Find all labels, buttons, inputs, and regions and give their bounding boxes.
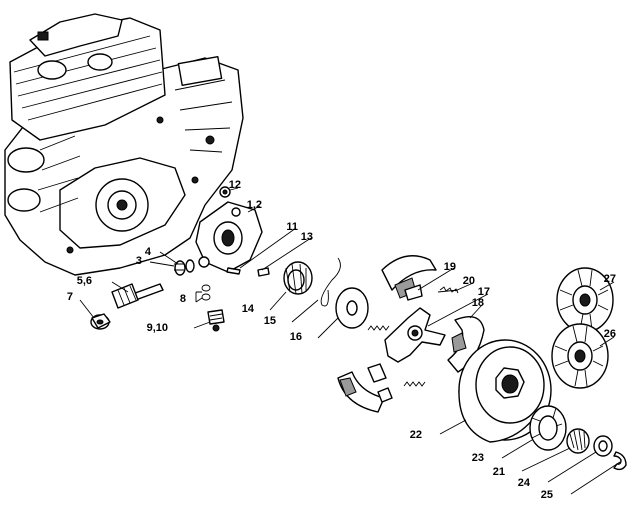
- callout-19: 19: [444, 261, 456, 273]
- callout-11: 11: [286, 221, 298, 233]
- callout-8: 8: [180, 293, 186, 305]
- callout-1-2: 1,2: [247, 199, 262, 211]
- callout-12: 12: [229, 179, 241, 191]
- e-clip: [613, 451, 627, 471]
- o-rings: [201, 284, 211, 301]
- leader-lines: [79, 187, 621, 495]
- callout-15: 15: [264, 315, 276, 327]
- spring-and-washer: [174, 259, 195, 276]
- callout-24: 24: [518, 477, 531, 489]
- callout-21: 21: [493, 466, 505, 478]
- clutch-shoe-top: [381, 255, 437, 301]
- callout-27: 27: [604, 273, 616, 285]
- callout-4: 4: [145, 246, 152, 258]
- spur-sprocket: [529, 405, 567, 451]
- callout-23: 23: [472, 452, 484, 464]
- clutch-shoe-bottom: [337, 363, 393, 413]
- needle-cage: [566, 428, 590, 454]
- clutch-spring-top: [437, 286, 459, 294]
- oil-pump-small-pin: [226, 267, 241, 275]
- callout-16: 16: [290, 331, 302, 343]
- callout-17: 17: [478, 286, 490, 298]
- wire-spring-clip: [320, 257, 341, 307]
- thrust-washer: [335, 287, 369, 329]
- callout-26: 26: [604, 328, 616, 340]
- callout-13: 13: [301, 231, 313, 243]
- callout-18: 18: [472, 297, 484, 309]
- callout-14: 14: [242, 303, 255, 315]
- callout-5-6: 5,6: [77, 275, 92, 287]
- clutch-spring-bottom: [403, 381, 426, 387]
- rim-sprocket-middle: [551, 323, 609, 389]
- engine-housing: [4, 13, 244, 276]
- callout-7: 7: [67, 291, 73, 303]
- spur-gear: [283, 261, 313, 295]
- clutch-drum: [458, 339, 552, 443]
- plug-part: [90, 313, 111, 330]
- washer: [593, 435, 613, 457]
- callout-25: 25: [541, 489, 553, 501]
- clutch-carrier: [384, 307, 446, 363]
- oil-pump-housing: [195, 201, 263, 273]
- callout-22: 22: [410, 429, 422, 441]
- pressure-valve: [207, 309, 225, 332]
- callout-20: 20: [463, 275, 475, 287]
- worm-gear-shaft: [111, 283, 164, 309]
- callout-9-10: 9,10: [147, 322, 168, 334]
- callout-3: 3: [136, 255, 142, 267]
- clutch-spring-center: [367, 325, 390, 331]
- oil-pump-pin: [219, 186, 231, 198]
- rim-sprocket-top: [556, 267, 614, 333]
